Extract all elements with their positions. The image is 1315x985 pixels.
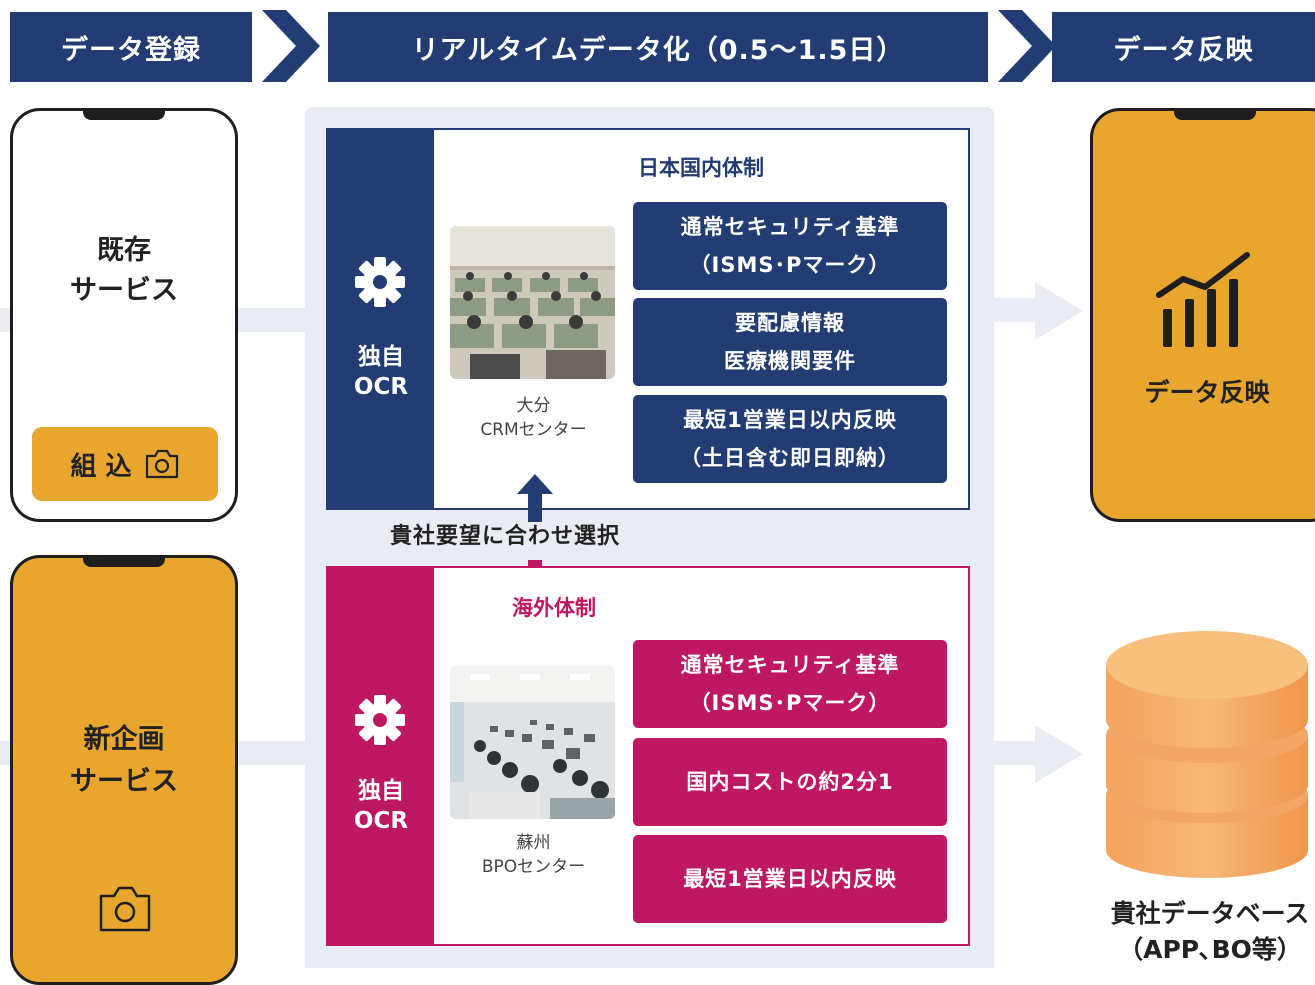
header-data-register: データ登録	[10, 12, 252, 82]
domestic-feature-sensitive: 要配慮情報 医療機関要件	[633, 298, 947, 386]
data-reflect-phone-label: データ反映	[1144, 378, 1270, 407]
domestic-feature-sensitive-line1: 要配慮情報	[735, 311, 845, 335]
header-data-register-label: データ登録	[61, 34, 201, 66]
header-realtime-label: リアルタイムデータ化（0.5〜1.5日）	[411, 34, 905, 66]
select-label: 貴社要望に合わせ選択	[390, 524, 621, 549]
gear-icon	[355, 695, 405, 745]
camera-icon[interactable]	[97, 884, 153, 934]
suzhou-bpo-center-photo	[450, 666, 615, 819]
overseas-side-label-line2: OCR	[353, 808, 409, 834]
flow-arrow-bottom-right-icon	[1035, 725, 1083, 783]
flow-arrow-top-right-icon	[1035, 282, 1083, 340]
embed-button-label: 組 込	[70, 451, 132, 482]
data-reflect-phone: データ反映	[1090, 108, 1315, 522]
header-realtime: リアルタイムデータ化（0.5〜1.5日）	[328, 12, 988, 82]
domestic-feature-speed-line2: （土日含む即日即納）	[680, 446, 900, 470]
domestic-side-label-line1: 独自	[358, 344, 404, 370]
domestic-side: 独自 OCR	[328, 130, 434, 508]
domestic-feature-security-line1: 通常セキュリティ基準	[680, 215, 900, 239]
flow-band-top-right	[990, 298, 1040, 322]
overseas-feature-cost-line1: 国内コストの約2分1	[686, 770, 894, 794]
new-service-phone: 新企画 サービス	[10, 555, 238, 985]
overseas-feature-cost: 国内コストの約2分1	[633, 738, 947, 826]
phone-notch	[83, 108, 165, 120]
oita-caption-line2: CRMセンター	[480, 420, 587, 440]
overseas-feature-security-line2: （ISMS･Pマーク）	[689, 691, 891, 715]
domestic-title: 日本国内体制	[638, 156, 764, 180]
oita-caption-line1: 大分	[516, 396, 551, 416]
existing-service-phone: 既存 サービス 組 込	[10, 108, 238, 522]
suzhou-caption-line1: 蘇州	[516, 833, 551, 853]
chevron-right-icon	[262, 10, 320, 82]
existing-service-title-line1: 既存	[97, 235, 151, 266]
flow-band-bottom-right	[990, 741, 1040, 765]
new-service-title-line1: 新企画	[83, 724, 165, 755]
header-data-reflect-label: データ反映	[1113, 34, 1254, 66]
header-data-reflect: データ反映	[1052, 12, 1315, 82]
database-icon	[1106, 631, 1308, 878]
overseas-feature-security: 通常セキュリティ基準 （ISMS･Pマーク）	[633, 640, 947, 728]
gear-icon	[355, 257, 405, 307]
overseas-feature-security-line1: 通常セキュリティ基準	[680, 653, 900, 677]
arrow-up-icon	[517, 474, 553, 522]
overseas-title: 海外体制	[512, 596, 596, 620]
oita-crm-center-photo	[450, 226, 615, 379]
domestic-card: 独自 OCR 日本国内体制 大分 CRMセンター 通常セキュリティ基準 （ISM…	[326, 128, 970, 510]
overseas-feature-speed-line1: 最短1営業日以内反映	[683, 867, 897, 891]
domestic-feature-security: 通常セキュリティ基準 （ISMS･Pマーク）	[633, 202, 947, 290]
domestic-feature-security-line2: （ISMS･Pマーク）	[689, 253, 891, 277]
embed-button[interactable]: 組 込	[32, 427, 218, 501]
domestic-feature-speed: 最短1営業日以内反映 （土日含む即日即納）	[633, 395, 947, 483]
camera-icon	[145, 449, 178, 479]
overseas-card: 独自 OCR 海外体制 蘇州 BPOセンター 通常セキュリティ基準 （ISMS･…	[326, 566, 970, 946]
new-service-title-line2: サービス	[70, 766, 178, 797]
chevron-right-icon	[998, 10, 1056, 82]
database-label-line1: 貴社データベース	[1110, 899, 1310, 928]
suzhou-caption-line2: BPOセンター	[481, 857, 586, 877]
domestic-feature-sensitive-line2: 医療機関要件	[724, 349, 856, 373]
phone-notch	[83, 555, 165, 567]
domestic-side-label-line2: OCR	[353, 374, 409, 400]
overseas-feature-speed: 最短1営業日以内反映	[633, 835, 947, 923]
growth-chart-icon	[1156, 252, 1250, 347]
phone-notch	[1174, 108, 1256, 120]
domestic-feature-speed-line1: 最短1営業日以内反映	[683, 408, 897, 432]
existing-service-title-line2: サービス	[70, 275, 178, 306]
database-label-line2: （APP､BO等）	[1118, 935, 1302, 964]
overseas-side: 独自 OCR	[328, 568, 434, 944]
overseas-side-label-line1: 独自	[358, 778, 404, 804]
